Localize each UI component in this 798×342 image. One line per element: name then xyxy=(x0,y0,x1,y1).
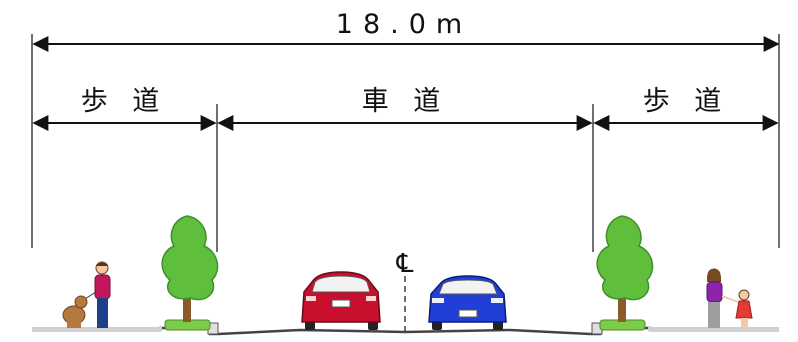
red-car-plate xyxy=(331,299,351,308)
centerline-symbol: ℄ xyxy=(396,249,414,279)
blue-car-windshield xyxy=(438,279,498,295)
tree-foliage xyxy=(161,215,219,301)
roadway-label: 車 道 xyxy=(362,86,449,117)
woman-legs xyxy=(708,302,720,328)
sidewalk-right-label: 歩 道 xyxy=(643,86,730,117)
child-legs xyxy=(741,318,748,328)
sidewalk-left-label: 歩 道 xyxy=(81,86,168,117)
red-car-windshield xyxy=(311,275,371,293)
dog-head xyxy=(74,295,88,309)
woman-body xyxy=(706,281,723,303)
red-car-light-right xyxy=(366,296,376,301)
segment-dimensions: 歩 道 車 道 歩 道 xyxy=(32,86,779,131)
paving-left xyxy=(32,327,162,331)
blue-car-plate xyxy=(458,309,478,318)
dog-legs xyxy=(67,320,81,328)
child-dress xyxy=(735,300,753,319)
person-body xyxy=(94,274,111,300)
tree-trunk xyxy=(618,282,626,322)
person-hair xyxy=(96,262,108,266)
woman-hair xyxy=(707,269,721,282)
holding-hands xyxy=(721,295,739,303)
blue-car xyxy=(428,275,507,330)
extension-lines xyxy=(31,34,780,252)
red-car xyxy=(301,271,381,330)
child-head xyxy=(738,289,750,301)
tree-trunk xyxy=(183,282,191,322)
blue-car-light-left xyxy=(432,298,444,303)
red-car-light-left xyxy=(306,296,316,301)
pedestrians-woman-child xyxy=(706,268,753,328)
total-dimension: 18.0m xyxy=(32,9,780,52)
total-width-label: 18.0m xyxy=(336,9,472,40)
tree-left xyxy=(161,215,219,331)
centerline: ℄ xyxy=(396,249,414,332)
pedestrian-with-dog xyxy=(62,261,111,328)
tree-right xyxy=(596,215,654,331)
blue-car-light-right xyxy=(491,298,503,303)
tree-foliage xyxy=(596,215,654,301)
person-legs xyxy=(97,298,108,328)
paving-right xyxy=(648,327,779,331)
